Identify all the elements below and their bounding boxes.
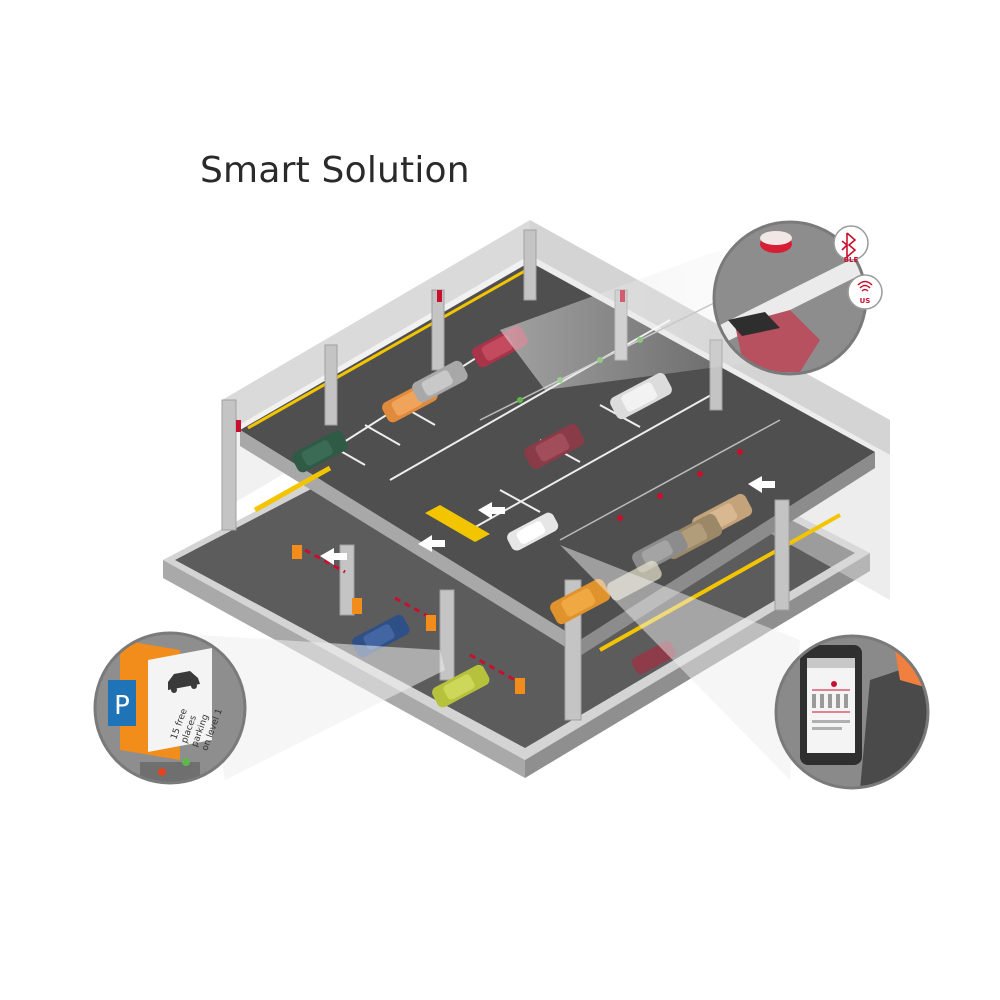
parking-sign (108, 680, 136, 726)
smartphone-app-icon (800, 645, 862, 765)
page-title: Smart Solution (200, 150, 470, 191)
us-label: US (860, 297, 871, 305)
parked-cars (292, 325, 753, 573)
sensor-callout: BLE US (712, 220, 883, 376)
ultrasonic-wave-icon (857, 280, 873, 292)
ble-label: BLE (844, 256, 859, 264)
ble-badge: BLE (833, 225, 869, 264)
phone-callout (774, 634, 930, 790)
bluetooth-icon (841, 232, 857, 259)
entrance-callout: P 15 free places parking on level 1 (93, 631, 247, 785)
car-icon (168, 671, 200, 693)
parking-sign-letter: P (114, 691, 130, 721)
us-badge: US (847, 274, 883, 310)
